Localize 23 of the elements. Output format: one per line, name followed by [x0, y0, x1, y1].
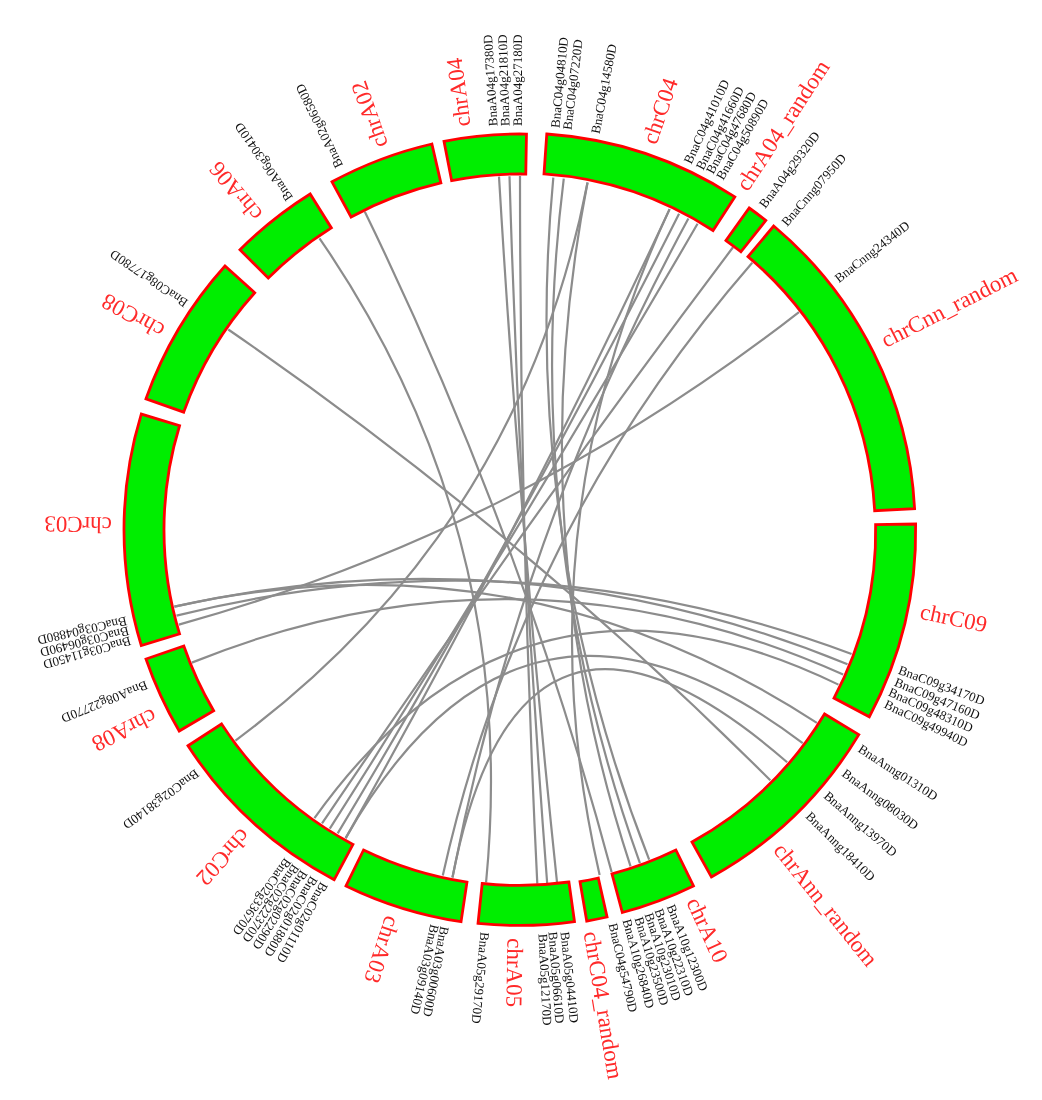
link-line [518, 176, 539, 884]
link-line [344, 655, 804, 839]
link-line [441, 262, 754, 876]
link-line [313, 629, 839, 819]
link-line [497, 176, 559, 883]
link-line [174, 584, 818, 724]
link-line [234, 182, 589, 742]
chromosome-label: chrC04 [641, 76, 685, 148]
chromosome-label: chrC09 [916, 603, 988, 641]
link-line [176, 579, 852, 655]
link-line [178, 311, 800, 626]
link-line [451, 668, 788, 878]
chromosome-label: chrA04 [446, 55, 479, 127]
link-line [191, 598, 844, 676]
link-line [227, 328, 772, 782]
link-line [570, 208, 671, 876]
chromosome-label: chrA05 [500, 937, 525, 1008]
chromosome-label: chrA03 [357, 913, 402, 986]
link-line [508, 176, 549, 884]
link-line [363, 211, 613, 873]
chromosome-label: chrA02 [349, 76, 395, 150]
link-line [318, 237, 492, 883]
chromosome-label: chrC03 [44, 510, 113, 535]
